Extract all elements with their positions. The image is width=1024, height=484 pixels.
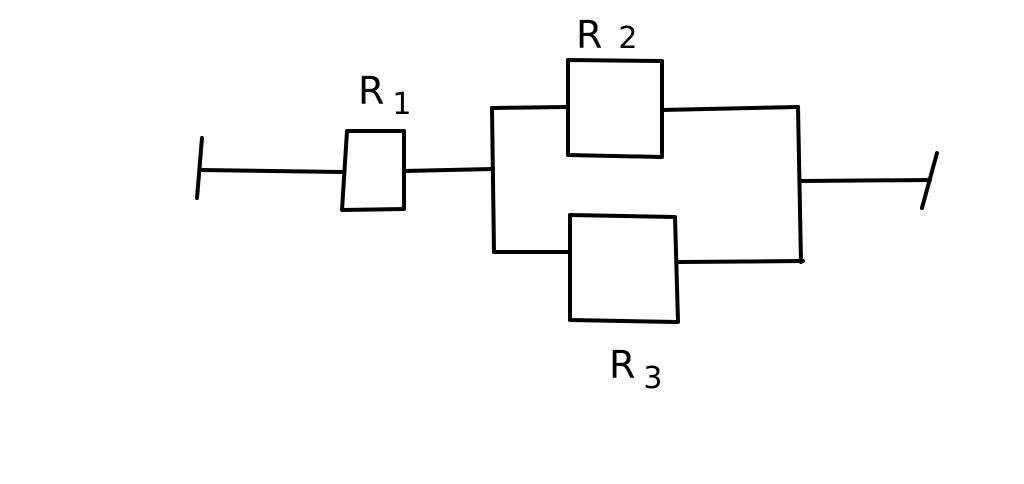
left-terminal (195, 136, 204, 200)
wire-junction-to-right-terminal (799, 178, 932, 183)
label-r2-letter: R (576, 13, 602, 57)
resistor-r3 (568, 213, 680, 324)
wire-r3-to-right-junction (676, 259, 805, 264)
label-r1-letter: R (358, 69, 384, 113)
label-r2-index: 2 (618, 21, 637, 56)
label-r3-letter: R (609, 343, 635, 387)
resistor-r1 (340, 129, 406, 212)
left-junction (490, 106, 496, 254)
resistor-r2 (566, 58, 664, 159)
label-r3-index: 3 (643, 361, 662, 396)
label-r1-index: 1 (392, 87, 411, 122)
right-junction (796, 105, 803, 264)
wire-left-to-r1 (198, 168, 344, 174)
wire-junction-to-r2 (490, 105, 570, 110)
wire-r1-to-junction (402, 167, 495, 173)
wire-r2-to-right-junction (660, 105, 800, 112)
